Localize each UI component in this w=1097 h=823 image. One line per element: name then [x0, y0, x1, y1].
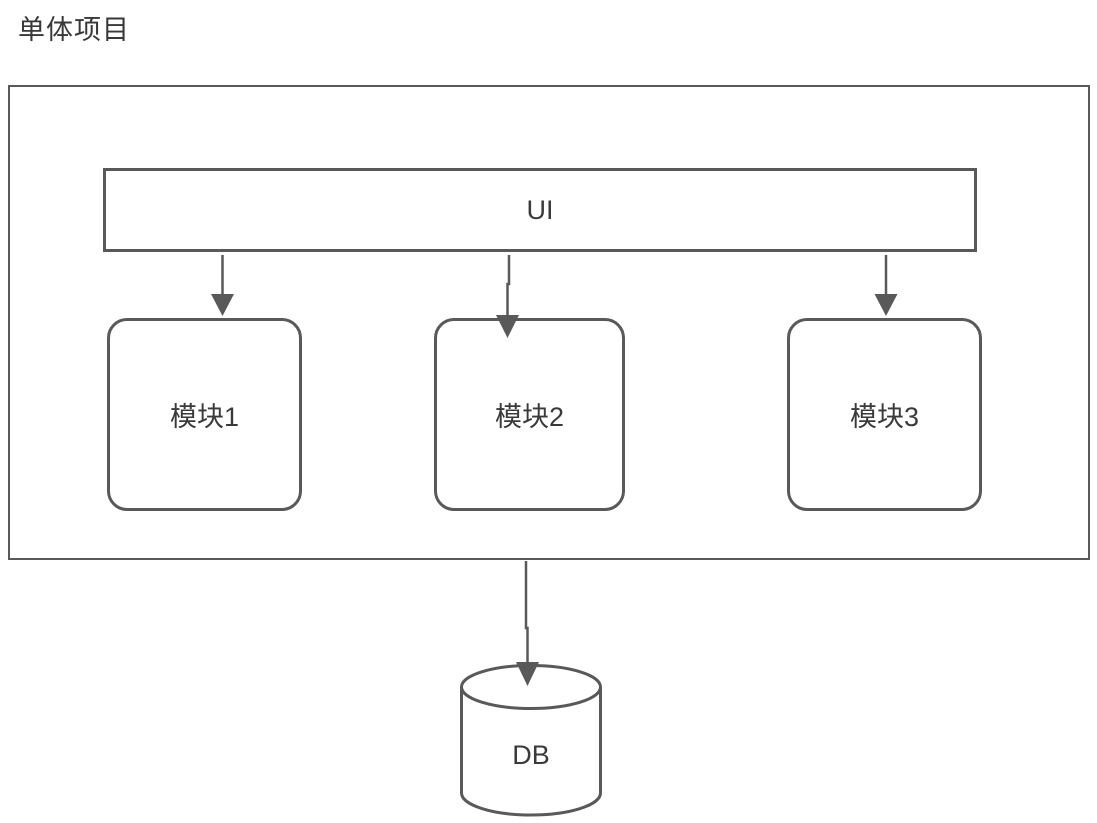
arrowhead-icon: [516, 662, 539, 686]
diagram-title: 单体项目: [18, 15, 130, 45]
node-db-label: DB: [512, 740, 550, 770]
node-module2: 模块2: [434, 318, 625, 511]
node-module3-label: 模块3: [849, 402, 920, 432]
db-cylinder-top: [460, 664, 602, 710]
node-module1: 模块1: [107, 318, 302, 511]
node-ui: UI: [103, 168, 977, 252]
node-module2-label: 模块2: [494, 402, 565, 432]
node-module1-label: 模块1: [169, 402, 240, 432]
node-module3: 模块3: [787, 318, 982, 511]
arrow-container-to-db: [516, 561, 539, 686]
arrow-line: [524, 561, 529, 664]
node-ui-label: UI: [526, 194, 554, 225]
